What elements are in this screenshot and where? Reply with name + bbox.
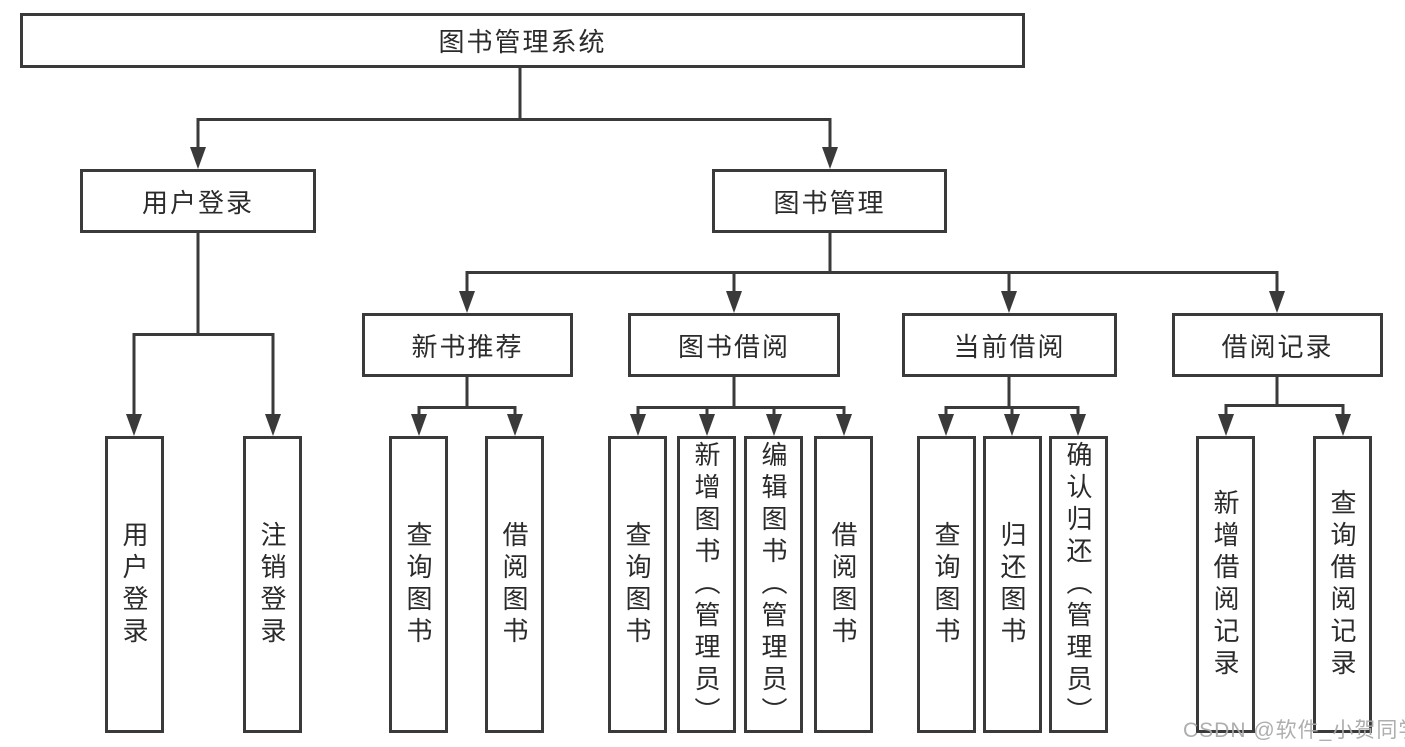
node-label: 新增借阅记录 — [1210, 488, 1240, 681]
node-label: 借阅图书 — [499, 520, 529, 649]
arrow-down-icon — [699, 414, 715, 436]
node-record-add-borrow-record: 新增借阅记录 — [1196, 436, 1255, 733]
arrow-down-icon — [938, 414, 954, 436]
node-current-query-books: 查询图书 — [917, 436, 976, 733]
node-label: 借阅记录 — [1221, 331, 1334, 362]
node-borrow-record: 借阅记录 — [1172, 313, 1383, 377]
node-label: 图书管理 — [773, 187, 886, 218]
node-label: 归还图书 — [997, 520, 1027, 649]
node-label: 新书推荐 — [411, 331, 524, 362]
node-user-login: 用户登录 — [80, 169, 316, 233]
node-label: 查询图书 — [931, 520, 961, 649]
node-recommend-query-books: 查询图书 — [389, 436, 448, 733]
node-user-login-action: 用户登录 — [105, 436, 164, 733]
node-borrow-edit-books-admin: 编辑图书（管理员） — [744, 436, 803, 733]
arrow-down-icon — [766, 414, 782, 436]
arrow-down-icon — [1335, 414, 1351, 436]
arrow-down-icon — [726, 291, 742, 313]
arrow-down-icon — [1004, 414, 1020, 436]
node-current-return-books: 归还图书 — [983, 436, 1042, 733]
node-label: 新增图书（管理员） — [691, 440, 721, 729]
arrow-down-icon — [265, 414, 281, 436]
arrow-down-icon — [822, 147, 838, 169]
arrow-down-icon — [1001, 291, 1017, 313]
node-borrow-borrow-books: 借阅图书 — [814, 436, 873, 733]
node-book-borrow: 图书借阅 — [628, 313, 840, 377]
arrow-down-icon — [190, 147, 206, 169]
csdn-watermark: CSDN @软件_小贺同学 — [1183, 719, 1405, 742]
node-label: 图书管理系统 — [438, 27, 607, 57]
arrow-down-icon — [507, 414, 523, 436]
node-logout-action: 注销登录 — [243, 436, 302, 733]
arrow-down-icon — [1070, 414, 1086, 436]
node-label: 编辑图书（管理员） — [758, 440, 788, 729]
node-root-system: 图书管理系统 — [20, 13, 1025, 68]
node-borrow-query-books: 查询图书 — [608, 436, 667, 733]
node-label: 确认归还（管理员） — [1063, 440, 1093, 729]
node-current-borrow: 当前借阅 — [902, 313, 1117, 377]
node-label: 图书借阅 — [677, 331, 790, 362]
arrow-down-icon — [836, 414, 852, 436]
arrow-down-icon — [411, 414, 427, 436]
node-label: 当前借阅 — [953, 331, 1066, 362]
node-label: 借阅图书 — [828, 520, 858, 649]
arrow-down-icon — [459, 291, 475, 313]
arrow-down-icon — [1218, 414, 1234, 436]
node-recommend-borrow-books: 借阅图书 — [485, 436, 544, 733]
node-label: 查询图书 — [622, 520, 652, 649]
arrow-down-icon — [630, 414, 646, 436]
node-label: 查询借阅记录 — [1327, 488, 1357, 681]
node-record-query-borrow-record: 查询借阅记录 — [1313, 436, 1372, 733]
node-current-confirm-return-admin: 确认归还（管理员） — [1049, 436, 1108, 733]
node-new-book-recommend: 新书推荐 — [362, 313, 573, 377]
node-label: 用户登录 — [119, 520, 149, 649]
arrow-down-icon — [1269, 291, 1285, 313]
node-label: 用户登录 — [141, 187, 254, 218]
arrow-down-icon — [126, 414, 142, 436]
node-borrow-add-books-admin: 新增图书（管理员） — [677, 436, 736, 733]
node-label: 注销登录 — [257, 520, 287, 649]
node-label: 查询图书 — [403, 520, 433, 649]
node-book-management: 图书管理 — [712, 169, 947, 233]
